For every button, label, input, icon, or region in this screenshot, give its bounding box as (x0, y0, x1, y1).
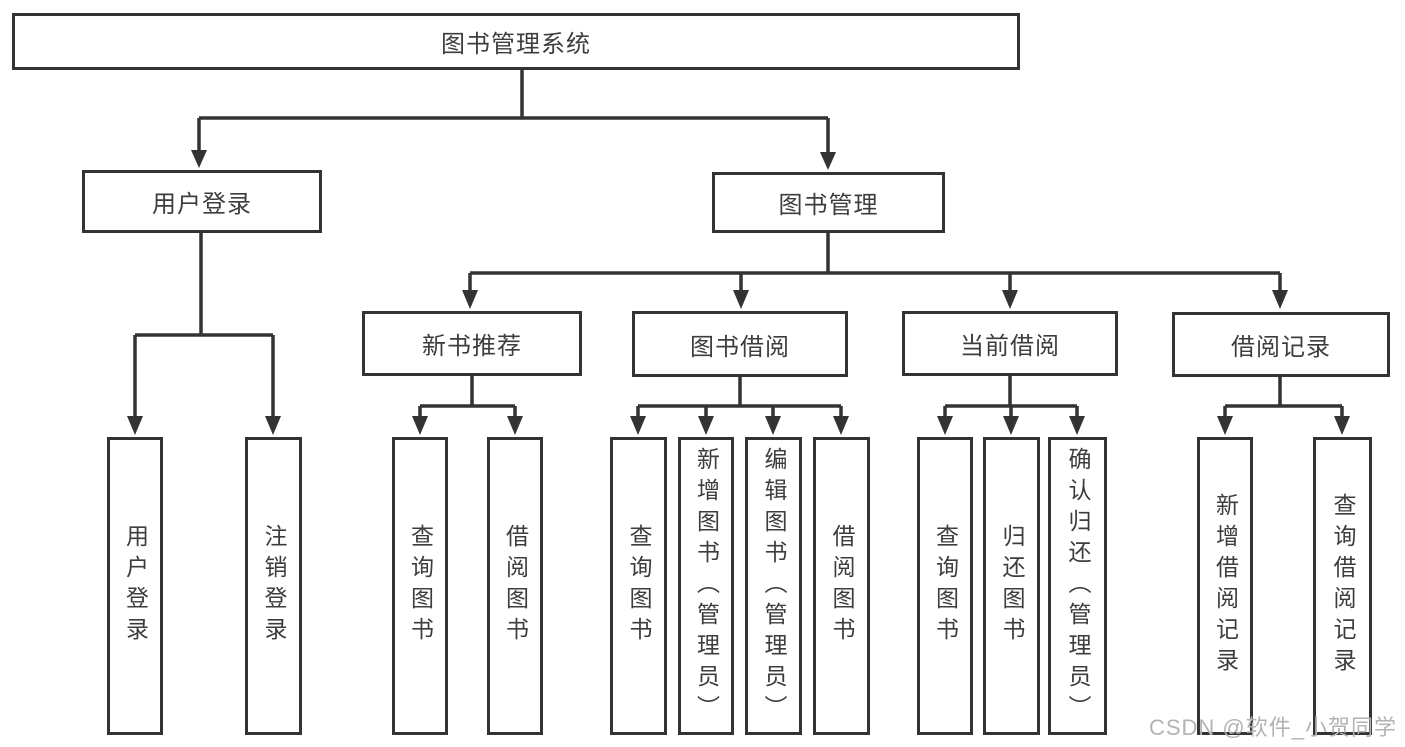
leaf-node-add-borrow-record: 新增借阅记录 (1197, 437, 1253, 735)
watermark: CSDN @软件_小贺同学 (1148, 715, 1397, 740)
leaf-node-label: 新增借阅记录 (1212, 493, 1239, 679)
leaf-node-borrow-books: 借阅图书 (813, 437, 870, 735)
leaf-node-label: 查询借阅记录 (1330, 493, 1356, 679)
leaf-node-label: 确认归还（管理员） (1065, 446, 1091, 726)
branch-node-book-management: 图书管理 (712, 172, 945, 233)
group-node-label: 新书推荐 (422, 333, 522, 360)
leaf-node-query-books-current: 查询图书 (917, 437, 973, 735)
leaf-node-confirm-return-admin: 确认归还（管理员） (1048, 437, 1107, 735)
group-node-new-book-recommend: 新书推荐 (362, 311, 582, 376)
leaf-node-label: 查询图书 (626, 524, 652, 648)
leaf-node-label: 查询图书 (932, 524, 959, 648)
root-node-label: 图书管理系统 (441, 31, 591, 58)
leaf-node-label: 借阅图书 (829, 524, 855, 648)
arrowheads (127, 150, 1350, 435)
branch-node-user-login: 用户登录 (82, 170, 322, 233)
group-node-book-borrow: 图书借阅 (632, 311, 848, 377)
leaf-node-label: 查询图书 (407, 524, 434, 648)
leaf-node-label: 归还图书 (999, 524, 1025, 648)
leaf-node-label: 新增图书（管理员） (693, 446, 720, 726)
group-node-label: 图书借阅 (690, 333, 790, 361)
group-node-label: 当前借阅 (960, 333, 1060, 360)
branch-node-label: 用户登录 (152, 191, 252, 218)
group-node-label: 借阅记录 (1231, 334, 1331, 361)
leaf-node-query-books-recommend: 查询图书 (392, 437, 448, 735)
leaf-node-label: 编辑图书（管理员） (761, 446, 787, 726)
leaf-node-logout: 注销登录 (245, 437, 302, 735)
leaf-node-label: 借阅图书 (502, 524, 529, 648)
branch-node-label: 图书管理 (778, 192, 879, 219)
leaf-node-return-books: 归还图书 (983, 437, 1040, 735)
leaf-node-query-borrow-record: 查询借阅记录 (1313, 437, 1372, 735)
leaf-node-edit-books-admin: 编辑图书（管理员） (745, 437, 802, 735)
leaf-node-label: 用户登录 (122, 524, 149, 648)
leaf-node-query-books-borrow: 查询图书 (610, 437, 667, 735)
group-node-borrow-records: 借阅记录 (1172, 312, 1390, 377)
leaf-node-borrow-books-recommend: 借阅图书 (487, 437, 543, 735)
group-node-current-borrow: 当前借阅 (902, 311, 1118, 376)
leaf-node-add-books-admin: 新增图书（管理员） (678, 437, 734, 735)
root-node-library-system: 图书管理系统 (12, 13, 1020, 70)
leaf-node-label: 注销登录 (261, 524, 287, 648)
leaf-node-user-login: 用户登录 (107, 437, 163, 735)
